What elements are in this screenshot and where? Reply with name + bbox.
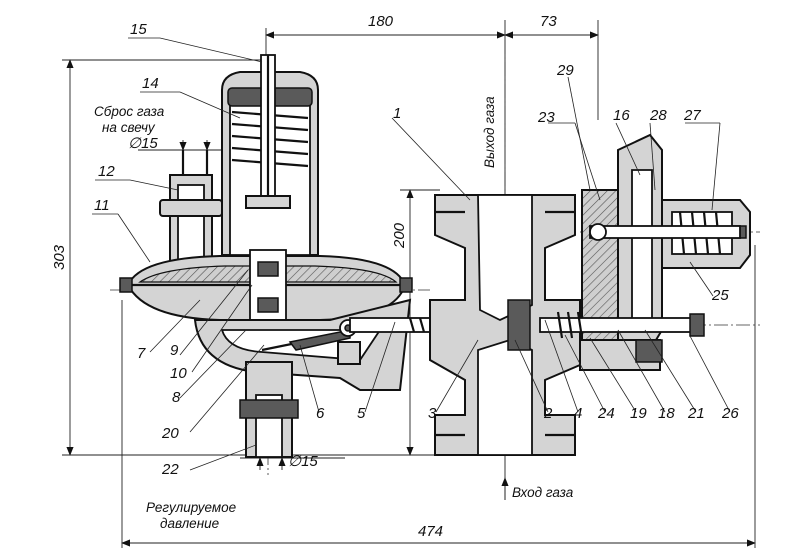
callout-4: 4: [574, 405, 582, 422]
callout-12: 12: [98, 163, 115, 180]
callout-3: 3: [428, 405, 437, 422]
callout-19: 19: [630, 405, 647, 422]
callout-15: 15: [130, 21, 147, 38]
callout-23: 23: [537, 109, 555, 126]
callout-21: 21: [687, 405, 705, 422]
valve-body: [429, 194, 581, 456]
note-gas-inlet: Вход газа: [512, 485, 574, 500]
callout-20: 20: [161, 425, 179, 442]
callout-25: 25: [711, 287, 729, 304]
callout-14: 14: [142, 75, 159, 92]
callout-27: 27: [683, 107, 701, 124]
dim-73: 73: [540, 13, 557, 30]
dim-200: 200: [391, 222, 408, 249]
callout-10: 10: [170, 365, 187, 382]
callout-26: 26: [721, 405, 739, 422]
callout-6: 6: [316, 405, 325, 422]
note-vent-line2: на свечу: [102, 120, 156, 135]
spring-housing: [221, 54, 319, 256]
callout-9: 9: [170, 342, 179, 359]
dim-diameter-vent: ∅15: [128, 135, 158, 152]
callout-22: 22: [161, 461, 179, 478]
dim-diameter-port: ∅15: [288, 453, 318, 470]
vent-pipe: [159, 150, 223, 266]
leader-lines: [92, 37, 731, 471]
note-regulated-line1: Регулируемое: [146, 500, 236, 515]
callout-2: 2: [543, 405, 553, 422]
callout-11: 11: [94, 197, 110, 214]
diaphragm-chamber: [119, 249, 413, 341]
lower-spring: [556, 311, 584, 339]
callout-1: 1: [393, 105, 401, 122]
callout-8: 8: [172, 389, 181, 406]
callout-28: 28: [649, 107, 667, 124]
dim-180: 180: [368, 13, 394, 30]
callout-18: 18: [658, 405, 675, 422]
callout-5: 5: [357, 405, 366, 422]
callout-16: 16: [613, 107, 630, 124]
callout-7: 7: [137, 345, 146, 362]
note-gas-outlet: Выход газа: [482, 96, 497, 168]
callout-24: 24: [597, 405, 615, 422]
regulated-pressure-port: [239, 361, 299, 458]
callout-29: 29: [556, 62, 574, 79]
dim-474: 474: [418, 523, 443, 540]
note-regulated-line2: давление: [160, 516, 219, 531]
dim-303: 303: [51, 244, 68, 270]
note-vent-line1: Сброс газа: [94, 104, 165, 119]
shutoff-valve: [539, 133, 751, 371]
